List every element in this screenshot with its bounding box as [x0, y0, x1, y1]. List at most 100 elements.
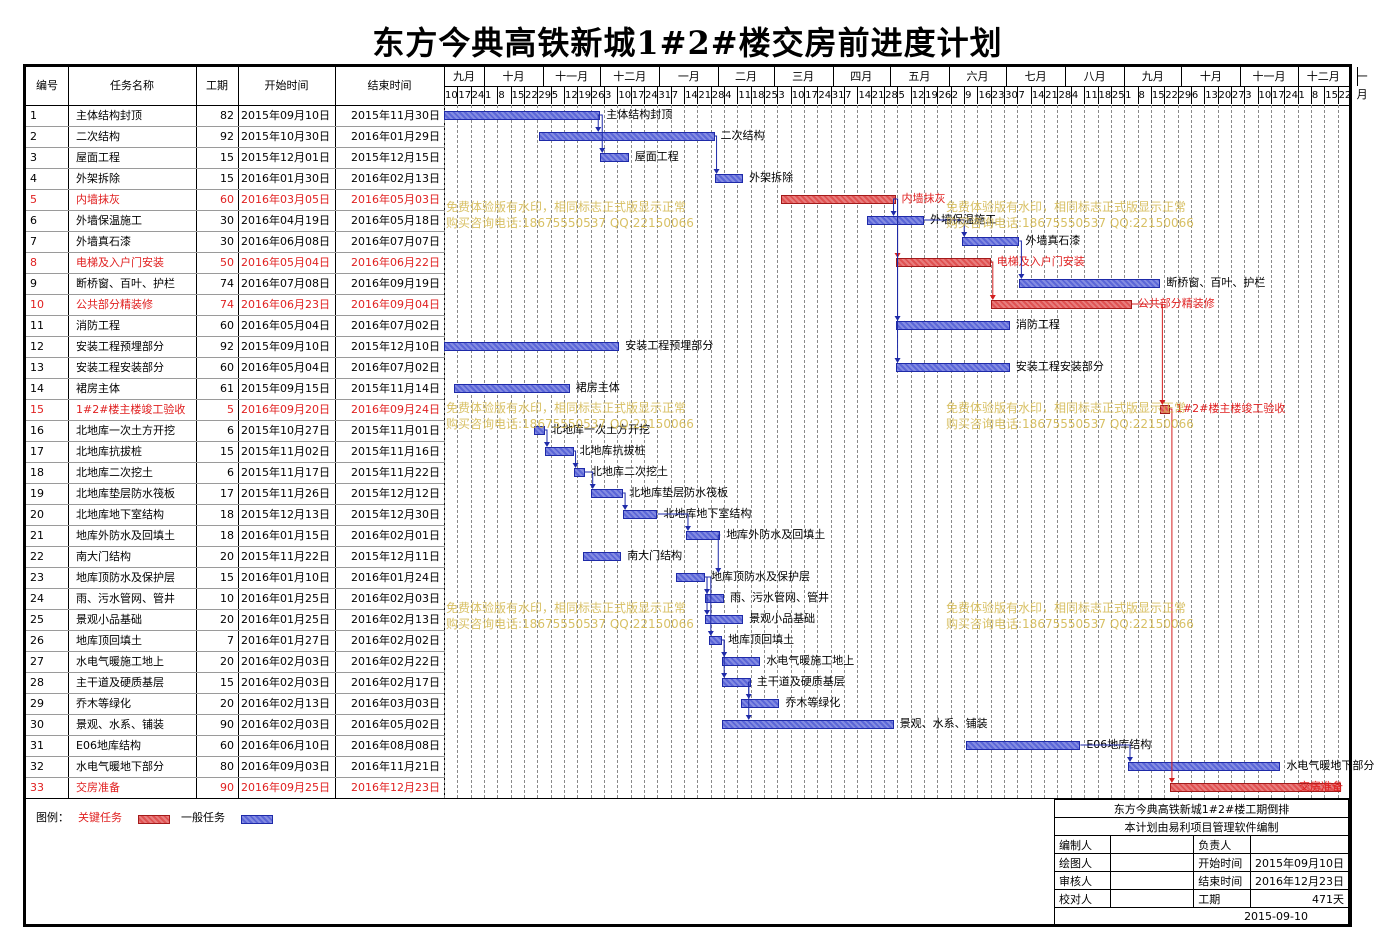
timeline-week-divider [884, 87, 886, 104]
timeline-grid-line [764, 105, 766, 798]
task-duration: 60 [220, 361, 234, 374]
timeline-week-divider [444, 87, 445, 104]
task-bar [895, 258, 991, 267]
timeline-grid-line [897, 105, 899, 798]
timeline-week-label: 17 [1271, 90, 1285, 101]
task-end: 2015年12月11日 [351, 550, 440, 563]
timeline-grid-line [1230, 105, 1232, 798]
task-id: 17 [30, 445, 44, 458]
task-bar [1160, 405, 1170, 414]
timeline-week-divider [1190, 87, 1192, 104]
task-bar [722, 720, 894, 729]
timeline-week-divider [1164, 87, 1166, 104]
timeline-month-divider [1065, 67, 1067, 86]
timeline-grid-line [804, 105, 806, 798]
timeline-week-divider [1084, 87, 1086, 104]
timeline-month: 五月 [908, 70, 931, 83]
task-duration: 20 [220, 697, 234, 710]
watermark-text: 购买咨询电话:18675550537 QQ:22150066 [446, 216, 694, 230]
task-name: 裙房主体 [76, 382, 120, 395]
timeline-week-divider [830, 87, 832, 104]
timeline-week-label: 24 [471, 90, 485, 101]
task-id: 28 [30, 676, 44, 689]
info-label: 负责人 [1193, 835, 1251, 854]
timeline-week-divider [990, 87, 992, 104]
timeline-grid-line [1284, 105, 1286, 798]
timeline-month-line [444, 86, 1349, 87]
timeline-week-divider [1097, 87, 1099, 104]
table-column-divider [68, 67, 69, 798]
info-label: 绘图人 [1054, 853, 1111, 872]
timeline-grid-line [484, 105, 485, 798]
task-start: 2016年02月13日 [241, 697, 330, 710]
timeline-week-label: 4 [1071, 90, 1079, 101]
task-bar-label: 北地库地下室结构 [663, 507, 752, 520]
timeline-week-divider [817, 87, 819, 104]
timeline-week-label: 30 [1005, 90, 1018, 101]
timeline-grid-line [1217, 105, 1219, 798]
task-end: 2016年02月22日 [351, 655, 440, 668]
timeline-month: 六月 [966, 70, 989, 83]
task-end: 2016年05月03日 [351, 193, 440, 206]
task-bar-label: 安装工程预埋部分 [625, 339, 714, 352]
task-start: 2016年01月10日 [241, 571, 330, 584]
task-start: 2015年12月13日 [241, 508, 330, 521]
timeline-month-divider [1006, 67, 1008, 86]
timeline-month: 九月 [1141, 70, 1164, 83]
watermark-text: 购买咨询电话:18675550537 QQ:22150066 [446, 617, 694, 631]
timeline-grid-line [924, 105, 926, 798]
task-name: 屋面工程 [76, 151, 120, 164]
task-bar-label: 北地库抗拔桩 [579, 444, 646, 457]
task-duration: 60 [220, 193, 234, 206]
timeline-week-label: 20 [1218, 90, 1232, 101]
task-start: 2015年09月10日 [241, 109, 330, 122]
task-name: 水电气暖地下部分 [76, 760, 164, 773]
task-bar [1169, 783, 1342, 792]
timeline-week-divider [857, 87, 859, 104]
timeline-week-label: 21 [698, 90, 712, 101]
task-duration: 90 [220, 718, 234, 731]
task-end: 2016年06月22日 [351, 256, 440, 269]
timeline-grid-line [910, 105, 912, 798]
row-divider [26, 168, 444, 169]
timeline-grid-line [604, 105, 606, 798]
timeline-week-divider [1297, 87, 1299, 104]
timeline-week-label: 26 [591, 90, 605, 101]
task-bar-label: 公共部分精装修 [1137, 297, 1215, 310]
timeline-month-divider [948, 67, 950, 86]
timeline-week-divider [1257, 87, 1259, 104]
timeline-week-divider [764, 87, 766, 104]
timeline-week-label: 25 [765, 90, 778, 101]
task-id: 31 [30, 739, 44, 752]
timeline-grid-line [1244, 105, 1246, 798]
timeline-week-label: 10 [618, 90, 632, 101]
task-name: 水电气暖施工地上 [76, 655, 164, 668]
row-divider [26, 231, 444, 232]
timeline-week-divider [1070, 87, 1072, 104]
timeline-week-divider [1030, 87, 1032, 104]
dependency-link [1131, 303, 1163, 404]
task-end: 2016年03月03日 [351, 697, 440, 710]
timeline-week-label: 28 [1058, 90, 1072, 101]
task-name: 消防工程 [76, 319, 120, 332]
task-bar [722, 678, 751, 687]
task-name: 主干道及硬质基层 [76, 676, 164, 689]
timeline-month-divider [1356, 67, 1358, 86]
timeline-month-divider [1297, 67, 1299, 86]
timeline-week-label: 24 [1285, 90, 1298, 101]
task-duration: 74 [220, 298, 234, 311]
dependency-link [1169, 408, 1173, 782]
timeline-grid-line [990, 105, 992, 798]
task-start: 2016年01月15日 [241, 529, 330, 542]
timeline-week-label: 29 [538, 90, 552, 101]
row-divider [26, 378, 444, 379]
timeline-week-label: 3 [1245, 90, 1252, 101]
row-divider [26, 315, 444, 316]
task-id: 9 [30, 277, 37, 290]
timeline-week-label: 3 [605, 90, 612, 101]
task-id: 5 [30, 193, 37, 206]
timeline-week-divider [1217, 87, 1219, 104]
watermark-text: 购买咨询电话:18675550537 QQ:22150066 [946, 417, 1194, 431]
